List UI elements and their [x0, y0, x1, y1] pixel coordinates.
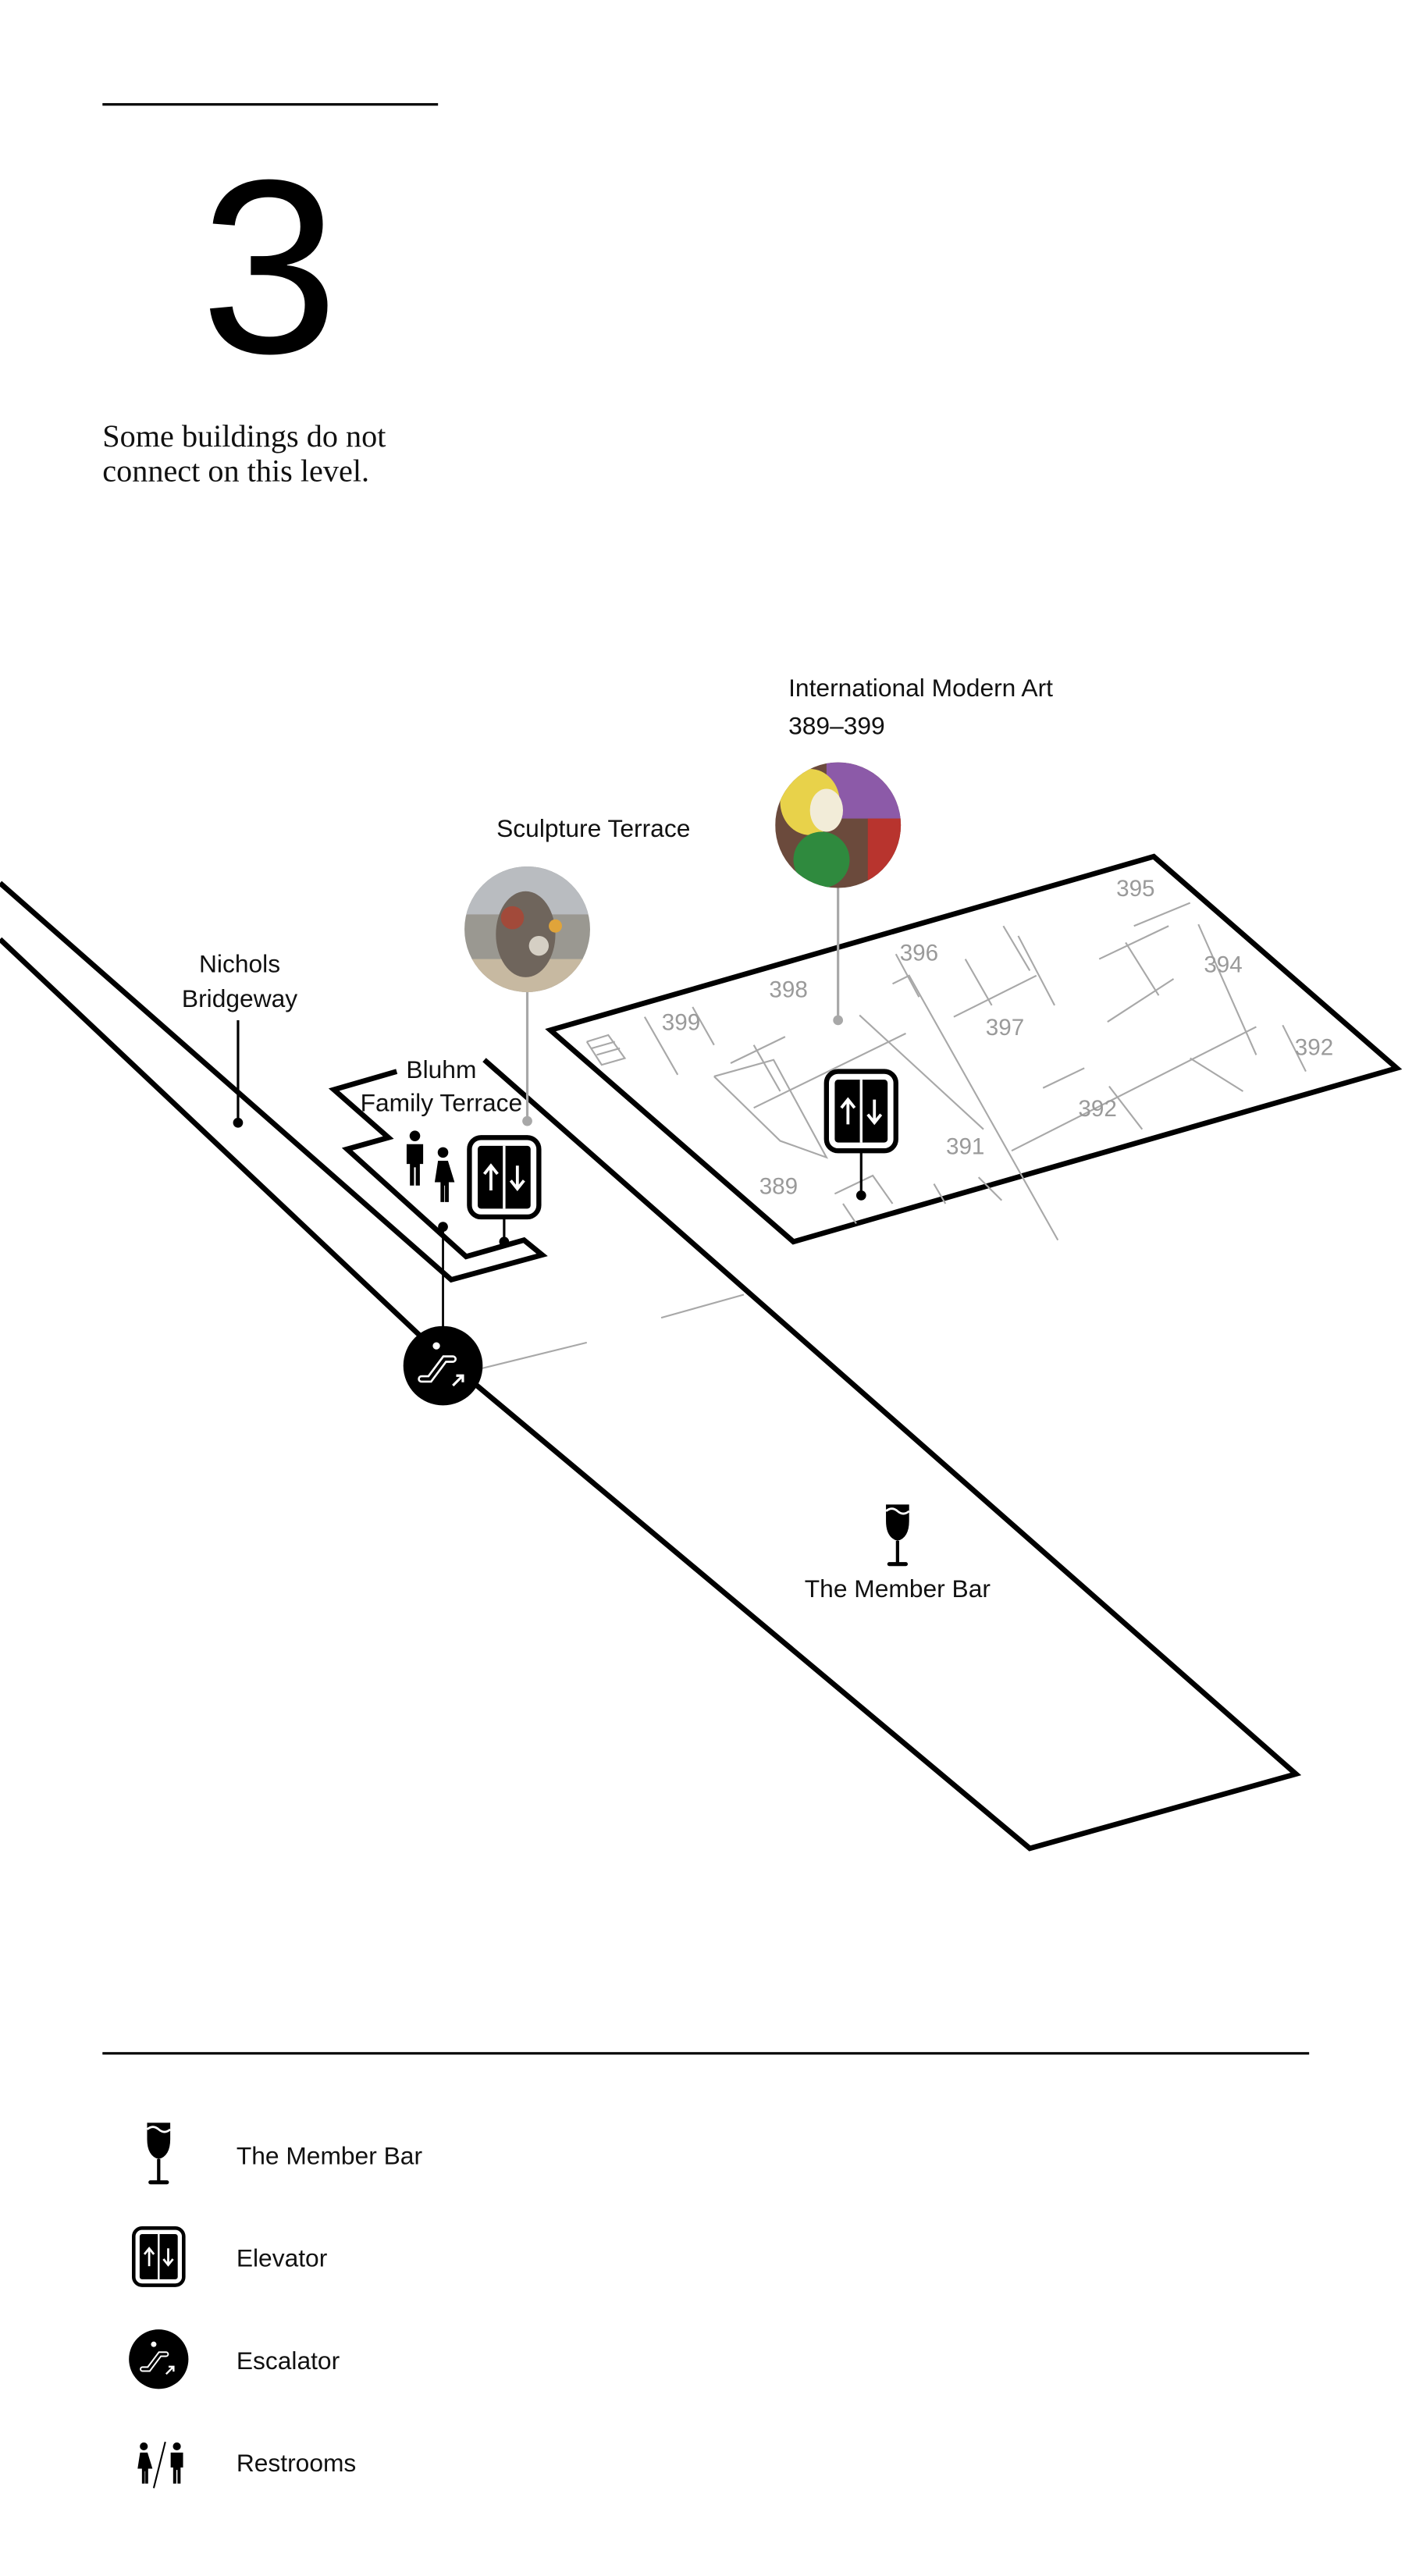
legend-label: Escalator	[237, 2347, 340, 2375]
room-number: 389	[759, 1173, 798, 1199]
leader-dot	[499, 1236, 510, 1247]
wine-glass-icon	[147, 2122, 170, 2182]
room-number: 397	[986, 1015, 1024, 1041]
room-number: 392	[1078, 1096, 1116, 1122]
floor-number: 3	[201, 128, 339, 405]
international-modern-art-photo[interactable]	[775, 762, 909, 895]
floor-note-line2: connect on this level.	[102, 454, 369, 489]
bluhm-label-line2[interactable]: Family Terrace	[361, 1088, 523, 1116]
escalator-icon[interactable]	[404, 1326, 483, 1406]
escalator-icon	[129, 2329, 188, 2389]
legend-item: The Member Bar	[147, 2122, 422, 2182]
elevator-icon[interactable]	[827, 1072, 896, 1151]
elevator-icon	[133, 2228, 183, 2285]
member-bar-label[interactable]: The Member Bar	[805, 1574, 991, 1603]
leader-dot	[855, 1190, 866, 1201]
leader-dot	[438, 1222, 448, 1232]
nichols-bridgeway-outline	[0, 881, 1302, 1852]
leader-dot	[833, 1015, 843, 1026]
restrooms-icon	[137, 2441, 183, 2489]
room-number: 395	[1116, 876, 1154, 902]
gallery-international-modern-art: 395 396 398 399 397 394 392 392 391 389	[545, 853, 1403, 1245]
elevator-icon[interactable]	[469, 1137, 539, 1217]
legend: The Member Bar Elevator Escalator Restro…	[129, 2122, 422, 2489]
floor-note-line1: Some buildings do not	[102, 418, 386, 454]
legend-label: Elevator	[237, 2244, 328, 2272]
restroom-women-icon[interactable]	[434, 1147, 455, 1202]
wine-glass-icon[interactable]	[886, 1504, 909, 1564]
bluhm-label-line1[interactable]: Bluhm	[406, 1055, 476, 1083]
leader-dot	[233, 1117, 244, 1128]
restroom-men-icon[interactable]	[406, 1130, 424, 1186]
legend-item: Elevator	[133, 2228, 328, 2285]
ima-label-line2[interactable]: 389–399	[788, 712, 885, 740]
legend-label: The Member Bar	[237, 2141, 423, 2169]
nichols-label-line1[interactable]: Nichols	[199, 950, 280, 978]
sculpture-terrace-label[interactable]: Sculpture Terrace	[496, 814, 690, 842]
legend-label: Restrooms	[237, 2449, 357, 2477]
corridor-dashed-guide	[478, 1293, 745, 1370]
room-number: 399	[662, 1010, 700, 1036]
room-number: 391	[946, 1133, 984, 1159]
legend-item: Restrooms	[137, 2441, 357, 2489]
ima-label-line1[interactable]: International Modern Art	[788, 674, 1053, 702]
room-number: 392	[1295, 1034, 1333, 1060]
sculpture-terrace-photo[interactable]	[463, 865, 595, 1001]
room-number: 396	[900, 941, 938, 966]
nichols-label-line2[interactable]: Bridgeway	[182, 984, 297, 1012]
legend-item: Escalator	[129, 2329, 340, 2389]
room-number: 394	[1204, 952, 1242, 978]
leader-dot	[522, 1115, 532, 1126]
room-number: 398	[769, 977, 807, 1002]
